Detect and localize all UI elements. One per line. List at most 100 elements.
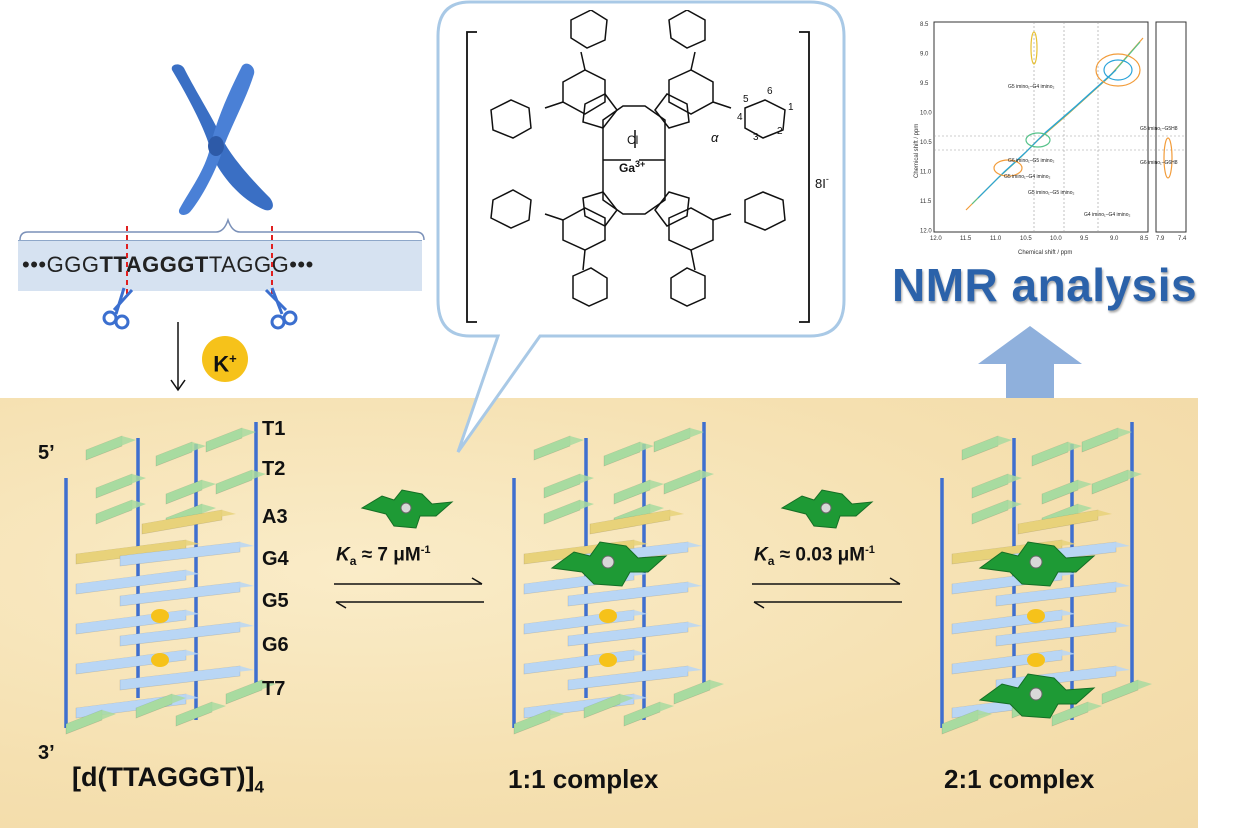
- nmr-annotation: G5 imino₁–G4 imino₂: [1008, 84, 1054, 90]
- quadruplex-label: [d(TTAGGGT)]4: [72, 762, 264, 797]
- potassium-ion: K+: [202, 336, 248, 382]
- thymine-base-top: [1092, 470, 1142, 488]
- layer-label: G5: [262, 590, 289, 612]
- equilibrium-constant-2: Ka ≈ 0.03 μM-1: [754, 544, 875, 569]
- thymine-base-top: [1042, 504, 1092, 522]
- thymine-base-top: [166, 480, 216, 498]
- nmr-ytick: 10.5: [920, 140, 932, 146]
- potassium-ion: [151, 609, 169, 623]
- thymine-base-top: [1032, 442, 1082, 460]
- nmr-annotation: G6 imino₁–G5 imino₂: [1008, 158, 1054, 164]
- quadruplex-free: [64, 422, 276, 735]
- thymine-base-top: [206, 428, 256, 446]
- thymine-base-top: [1082, 428, 1132, 446]
- gallium-atom: [1029, 687, 1043, 701]
- thymine-base-top: [1102, 680, 1152, 698]
- thymine-base-top: [972, 500, 1022, 518]
- nmr-xtick: 9.0: [1110, 236, 1119, 242]
- potassium-ion: [1027, 653, 1045, 667]
- sequence-core: TTAGGGT: [99, 252, 209, 277]
- thymine-base-top: [96, 500, 146, 518]
- potassium-ion: [599, 609, 617, 623]
- ligand-free: [780, 489, 874, 529]
- adenine-base-top: [1018, 510, 1112, 528]
- layer-label: T2: [262, 458, 286, 480]
- guanine-base-top: [996, 582, 1130, 600]
- three-prime-label: 3’: [38, 742, 55, 764]
- adenine-base-top: [142, 510, 236, 528]
- guanine-base-top: [952, 610, 1076, 628]
- up-arrow: [978, 326, 1082, 398]
- cation-symbol: K: [213, 351, 230, 377]
- nmr-ytick: 9.0: [920, 52, 929, 58]
- guanine-base-top: [76, 570, 200, 588]
- cut-markers: [102, 226, 298, 330]
- nmr-ytick: 11.0: [920, 170, 932, 176]
- thymine-base-top: [624, 702, 674, 720]
- guanine-base-top: [568, 622, 702, 640]
- thymine-base-top: [514, 710, 564, 728]
- chromosome-icon: [171, 63, 273, 215]
- adenine-base-top: [76, 540, 200, 558]
- layer-label: T7: [262, 678, 286, 700]
- ligand-free: [360, 489, 454, 529]
- nmr-ytick: 11.5: [920, 199, 932, 205]
- potassium-ion: [1027, 609, 1045, 623]
- thymine-base-top: [176, 702, 226, 720]
- nmr-annotation: G5 imino₁–G5 imino₂: [1028, 190, 1074, 196]
- guanine-base-top: [952, 650, 1076, 668]
- guanine-base-top: [996, 622, 1130, 640]
- thymine-base-top: [226, 680, 276, 698]
- nmr-xtick: 11.5: [960, 236, 972, 242]
- nmr-ytick: 8.5: [920, 22, 929, 28]
- sequence-prefix: •••GGG: [22, 252, 100, 277]
- thymine-base-top: [544, 474, 594, 492]
- nmr-annotation: G4 imino₁–G4 imino₂: [1084, 212, 1130, 218]
- alpha-label: α: [711, 130, 719, 145]
- ring-number: 2: [777, 126, 783, 137]
- thymine-base-top: [962, 436, 1012, 454]
- thymine-base-top: [96, 474, 146, 492]
- potassium-ion: [151, 653, 169, 667]
- nmr-annotation: G5 imino₁–G5H8: [1140, 126, 1178, 132]
- equilibrium-constant-1: Ka ≈ 7 μM-1: [336, 544, 431, 569]
- thymine-base-top: [136, 694, 186, 712]
- counter-ion-label: 8I-: [815, 174, 829, 191]
- guanine-base-top: [524, 650, 648, 668]
- nmr-annotation: G6 imino₁–G6H8: [1140, 160, 1178, 166]
- complex-2-1-label: 2:1 complex: [944, 764, 1095, 794]
- nmr-ylabel: Chemical shift / ppm: [914, 124, 920, 178]
- thymine-base-top: [156, 442, 206, 460]
- scissors-icon: [264, 287, 298, 330]
- ring-number: 6: [767, 86, 773, 97]
- nmr-ytick: 10.0: [920, 111, 932, 117]
- thymine-base-top: [66, 710, 116, 728]
- nmr-xtick: 10.0: [1050, 236, 1062, 242]
- thymine-base-top: [1042, 480, 1092, 498]
- potassium-ion: [599, 653, 617, 667]
- ring-number: 3: [753, 132, 759, 143]
- thymine-base-top: [584, 694, 634, 712]
- thymine-base-top: [534, 436, 584, 454]
- guanine-base-top: [120, 666, 254, 684]
- gallium-phthalocyanine-structure: Cl Ga3+ α 1 2 3 4 5 6 8I-: [466, 10, 829, 323]
- thymine-base-top: [166, 504, 216, 522]
- sequence-box: [18, 240, 422, 291]
- complex-2-1: [940, 422, 1152, 735]
- ring-number: 4: [737, 112, 743, 123]
- thymine-base-top: [1052, 702, 1102, 720]
- nmr-annotation: G5 imino₁–G4 imino₂: [1004, 174, 1050, 180]
- background-panel: [0, 398, 1198, 828]
- gallium-atom: [820, 502, 832, 514]
- thymine-base-top: [654, 428, 704, 446]
- thymine-base-top: [216, 470, 266, 488]
- nmr-xtick: 7.4: [1178, 236, 1187, 242]
- layer-label: G4: [262, 548, 289, 570]
- nmr-ytick: 9.5: [920, 81, 929, 87]
- thymine-base-top: [942, 710, 992, 728]
- scissors-icon: [102, 287, 134, 330]
- thymine-base-top: [544, 500, 594, 518]
- brace: [19, 217, 425, 241]
- quadruplex-label-main: [d(TTAGGGT)]: [72, 762, 255, 792]
- nmr-title: NMR analysis: [892, 259, 1198, 311]
